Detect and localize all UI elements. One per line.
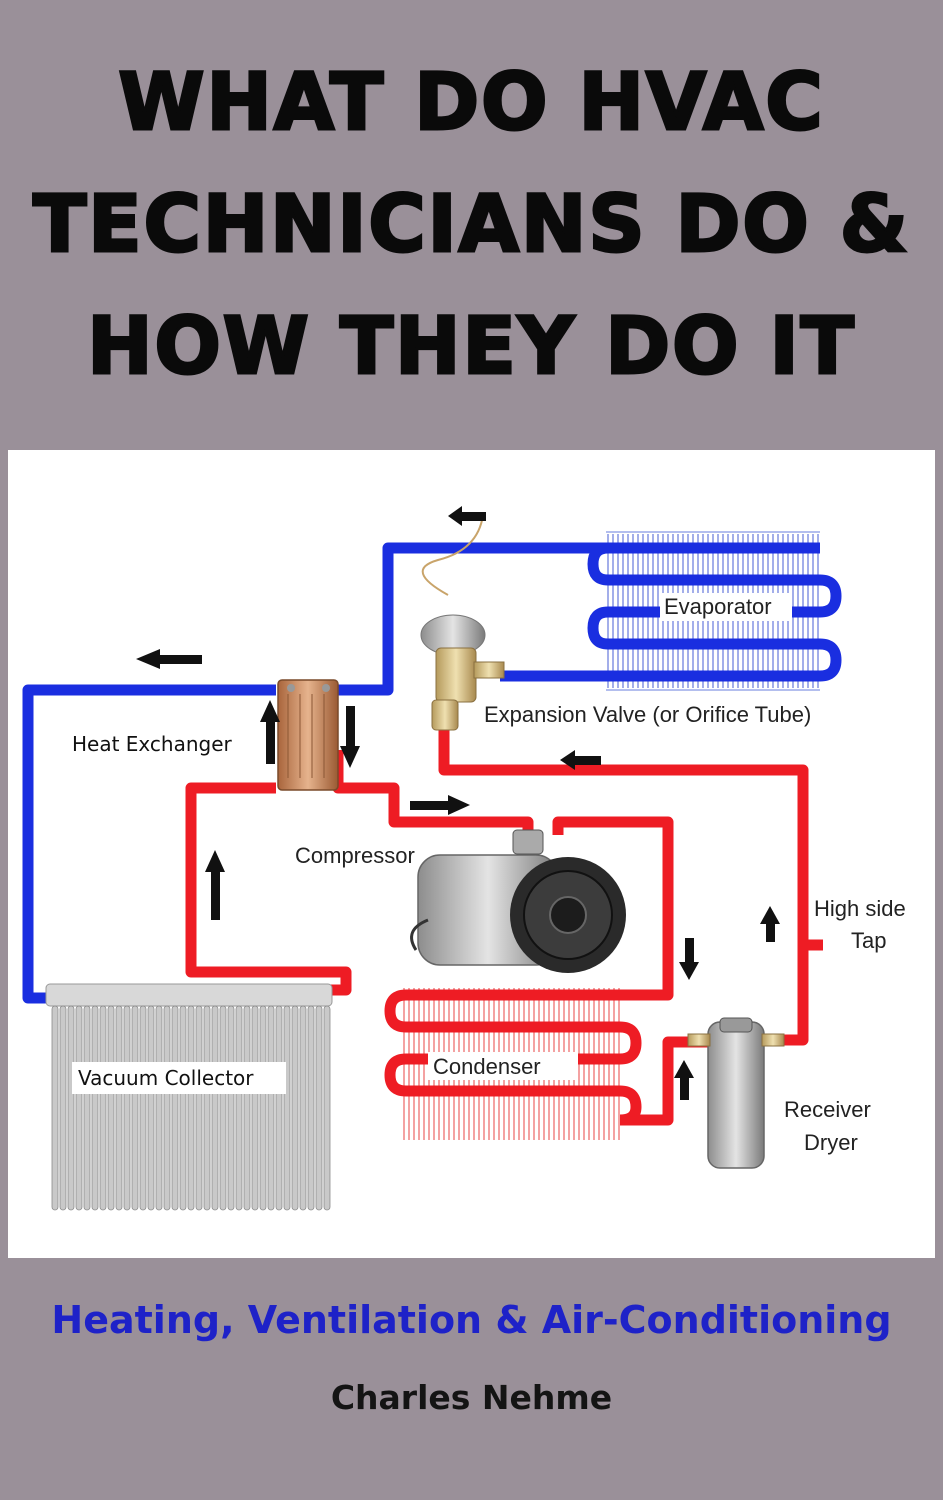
arrow-up-high-side	[760, 906, 780, 942]
arrow-left-expansion	[560, 750, 601, 770]
label-condenser: Condenser	[433, 1054, 541, 1079]
arrow-up-receiver	[674, 1060, 694, 1100]
compressor-unit	[410, 829, 626, 973]
arrow-left-top	[448, 506, 486, 526]
hvac-diagram: Evaporator Expansion Valve (or Orifice T…	[8, 450, 935, 1258]
title-line-3: HOW THEY DO IT	[86, 301, 856, 394]
vacuum-collector	[45, 983, 333, 1211]
label-compressor: Compressor	[295, 843, 415, 868]
arrow-left-heat-exchanger	[136, 649, 202, 669]
bottom-block: Heating, Ventilation & Air-Conditioning …	[0, 1258, 943, 1500]
diagram-labels: Evaporator Expansion Valve (or Orifice T…	[72, 593, 906, 1155]
title-block: WHAT DO HVAC TECHNICIANS DO & HOW THEY D…	[0, 0, 943, 450]
label-vacuum-collector: Vacuum Collector	[78, 1066, 254, 1090]
arrow-up-heat-exchanger	[260, 700, 280, 764]
heat-exchanger-unit	[277, 679, 339, 791]
arrow-down-heat-exchanger	[340, 706, 360, 768]
label-receiver-dryer-line2: Dryer	[804, 1130, 858, 1155]
arrow-up-left-loop	[205, 850, 225, 920]
expansion-valve-unit	[420, 514, 505, 731]
label-heat-exchanger: Heat Exchanger	[72, 732, 233, 756]
label-evaporator: Evaporator	[664, 594, 772, 619]
title-line-1: WHAT DO HVAC	[117, 57, 825, 150]
subtitle: Heating, Ventilation & Air-Conditioning	[51, 1298, 892, 1342]
cold-refrigerant-line	[22, 542, 820, 1004]
label-expansion-valve: Expansion Valve (or Orifice Tube)	[484, 702, 811, 727]
label-high-side-line2: Tap	[851, 928, 886, 953]
arrow-right-compressor	[410, 795, 470, 815]
arrow-down-condenser	[679, 938, 699, 980]
evaporator-coil	[500, 531, 842, 691]
label-receiver-dryer-line1: Receiver	[784, 1097, 871, 1122]
label-high-side-line1: High side	[814, 896, 906, 921]
receiver-dryer-unit	[687, 1017, 785, 1169]
hvac-diagram-svg: Evaporator Expansion Valve (or Orifice T…	[22, 506, 906, 1211]
flow-arrows	[136, 506, 780, 1100]
title-line-2: TECHNICIANS DO &	[32, 179, 910, 272]
author-name: Charles Nehme	[330, 1378, 613, 1417]
